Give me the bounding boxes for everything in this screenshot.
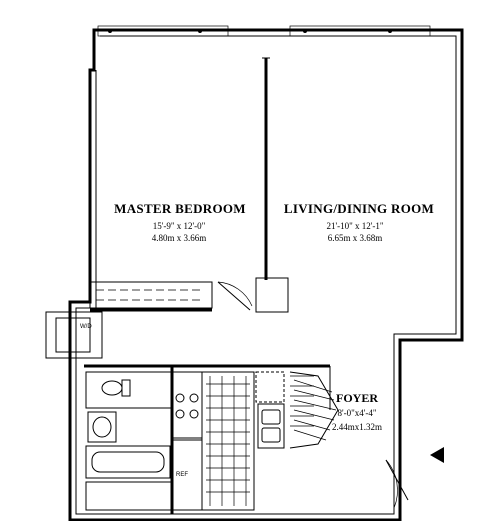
entrance-arrow-icon: [430, 447, 444, 463]
foyer-area: [289, 371, 409, 509]
washer-dryer-closet: W/D: [45, 311, 103, 359]
master-bedroom-name: MASTER BEDROOM: [114, 201, 246, 216]
living-dining-dim-imperial: 21'-10" x 12'-1": [326, 221, 383, 231]
foyer-name: FOYER: [336, 391, 378, 405]
kitchen: REF: [171, 371, 314, 511]
foyer-label: FOYER 8'-0"x4'-4" 2.44mx1.32m: [332, 391, 382, 432]
bathroom: [85, 371, 173, 511]
foyer-dim-imperial: 8'-0"x4'-4": [337, 408, 376, 418]
living-dining-label: LIVING/DINING ROOM 21'-10" x 12'-1" 6.65…: [284, 201, 434, 243]
master-bedroom-dim-imperial: 15'-9" x 12'-0": [153, 221, 206, 231]
living-dining-dim-metric: 6.65m x 3.68m: [328, 233, 383, 243]
washer-dryer-tag: W/D: [80, 324, 92, 330]
living-dining-name: LIVING/DINING ROOM: [284, 201, 434, 216]
top-windows: [97, 25, 431, 37]
master-bedroom-label: MASTER BEDROOM 15'-9" x 12'-0" 4.80m x 3…: [114, 201, 246, 243]
outer-walls: [68, 28, 464, 521]
master-bedroom-dim-metric: 4.80m x 3.66m: [152, 233, 207, 243]
foyer-dim-metric: 2.44mx1.32m: [332, 422, 382, 432]
refrigerator-tag: REF: [176, 472, 188, 478]
